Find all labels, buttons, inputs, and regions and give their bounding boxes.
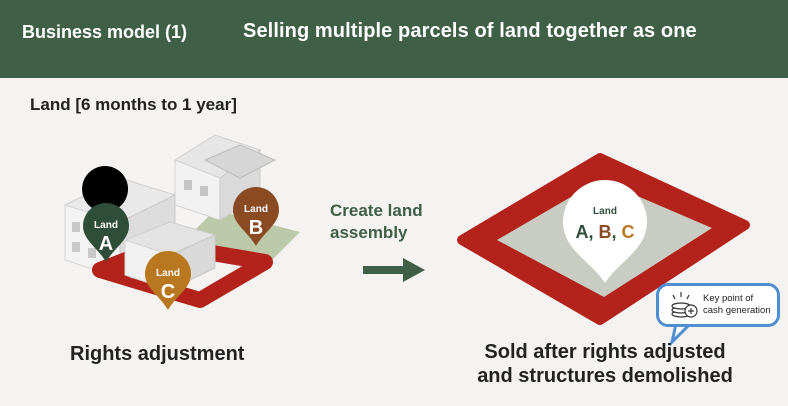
pin-abc-sep-1: , (588, 222, 598, 242)
pin-abc-letter-b: B (599, 222, 612, 242)
pin-abc-label: Land (593, 206, 617, 217)
callout-box: Key point of cash generation (656, 283, 780, 327)
pin-c-label: Land (156, 268, 180, 279)
header-banner: Business model (1) Selling multiple parc… (0, 0, 788, 78)
caption-left: Rights adjustment (70, 343, 245, 365)
pin-a-label: Land (94, 220, 118, 231)
house-back (173, 134, 277, 221)
pin-land-abc: Land A, B, C (563, 180, 647, 283)
callout-line-2: cash generation (703, 305, 771, 316)
pin-land-b: Land B (233, 187, 279, 246)
pin-abc-letter-c: C (622, 222, 635, 242)
pin-land-a: Land A (82, 166, 129, 262)
pin-b-label: Land (244, 204, 268, 215)
callout-text: Key point of cash generation (703, 293, 771, 317)
pin-abc-sep-2: , (612, 222, 622, 242)
coins-icon (671, 292, 698, 318)
caption-right: Sold after rights adjusted and structure… (445, 340, 765, 388)
pin-c-letter: C (161, 281, 175, 303)
header-title: Selling multiple parcels of land togethe… (243, 20, 697, 42)
arrow-label: Create land assembly (330, 201, 423, 242)
green-lot (185, 210, 300, 262)
section-label: Land [6 months to 1 year] (30, 95, 237, 114)
pin-a-letter: A (99, 233, 113, 255)
pin-land-c: Land C (145, 251, 191, 310)
caption-right-line-1: Sold after rights adjusted (484, 341, 726, 363)
callout-line-1: Key point of (703, 293, 754, 304)
pin-abc-letters: A, B, C (575, 222, 634, 242)
header-subtitle: Business model (1) (22, 22, 188, 42)
caption-right-line-2: and structures demolished (477, 365, 733, 387)
pin-b-letter: B (249, 217, 263, 239)
arrow-right-icon (363, 258, 425, 282)
pin-abc-letter-a: A (575, 222, 588, 242)
